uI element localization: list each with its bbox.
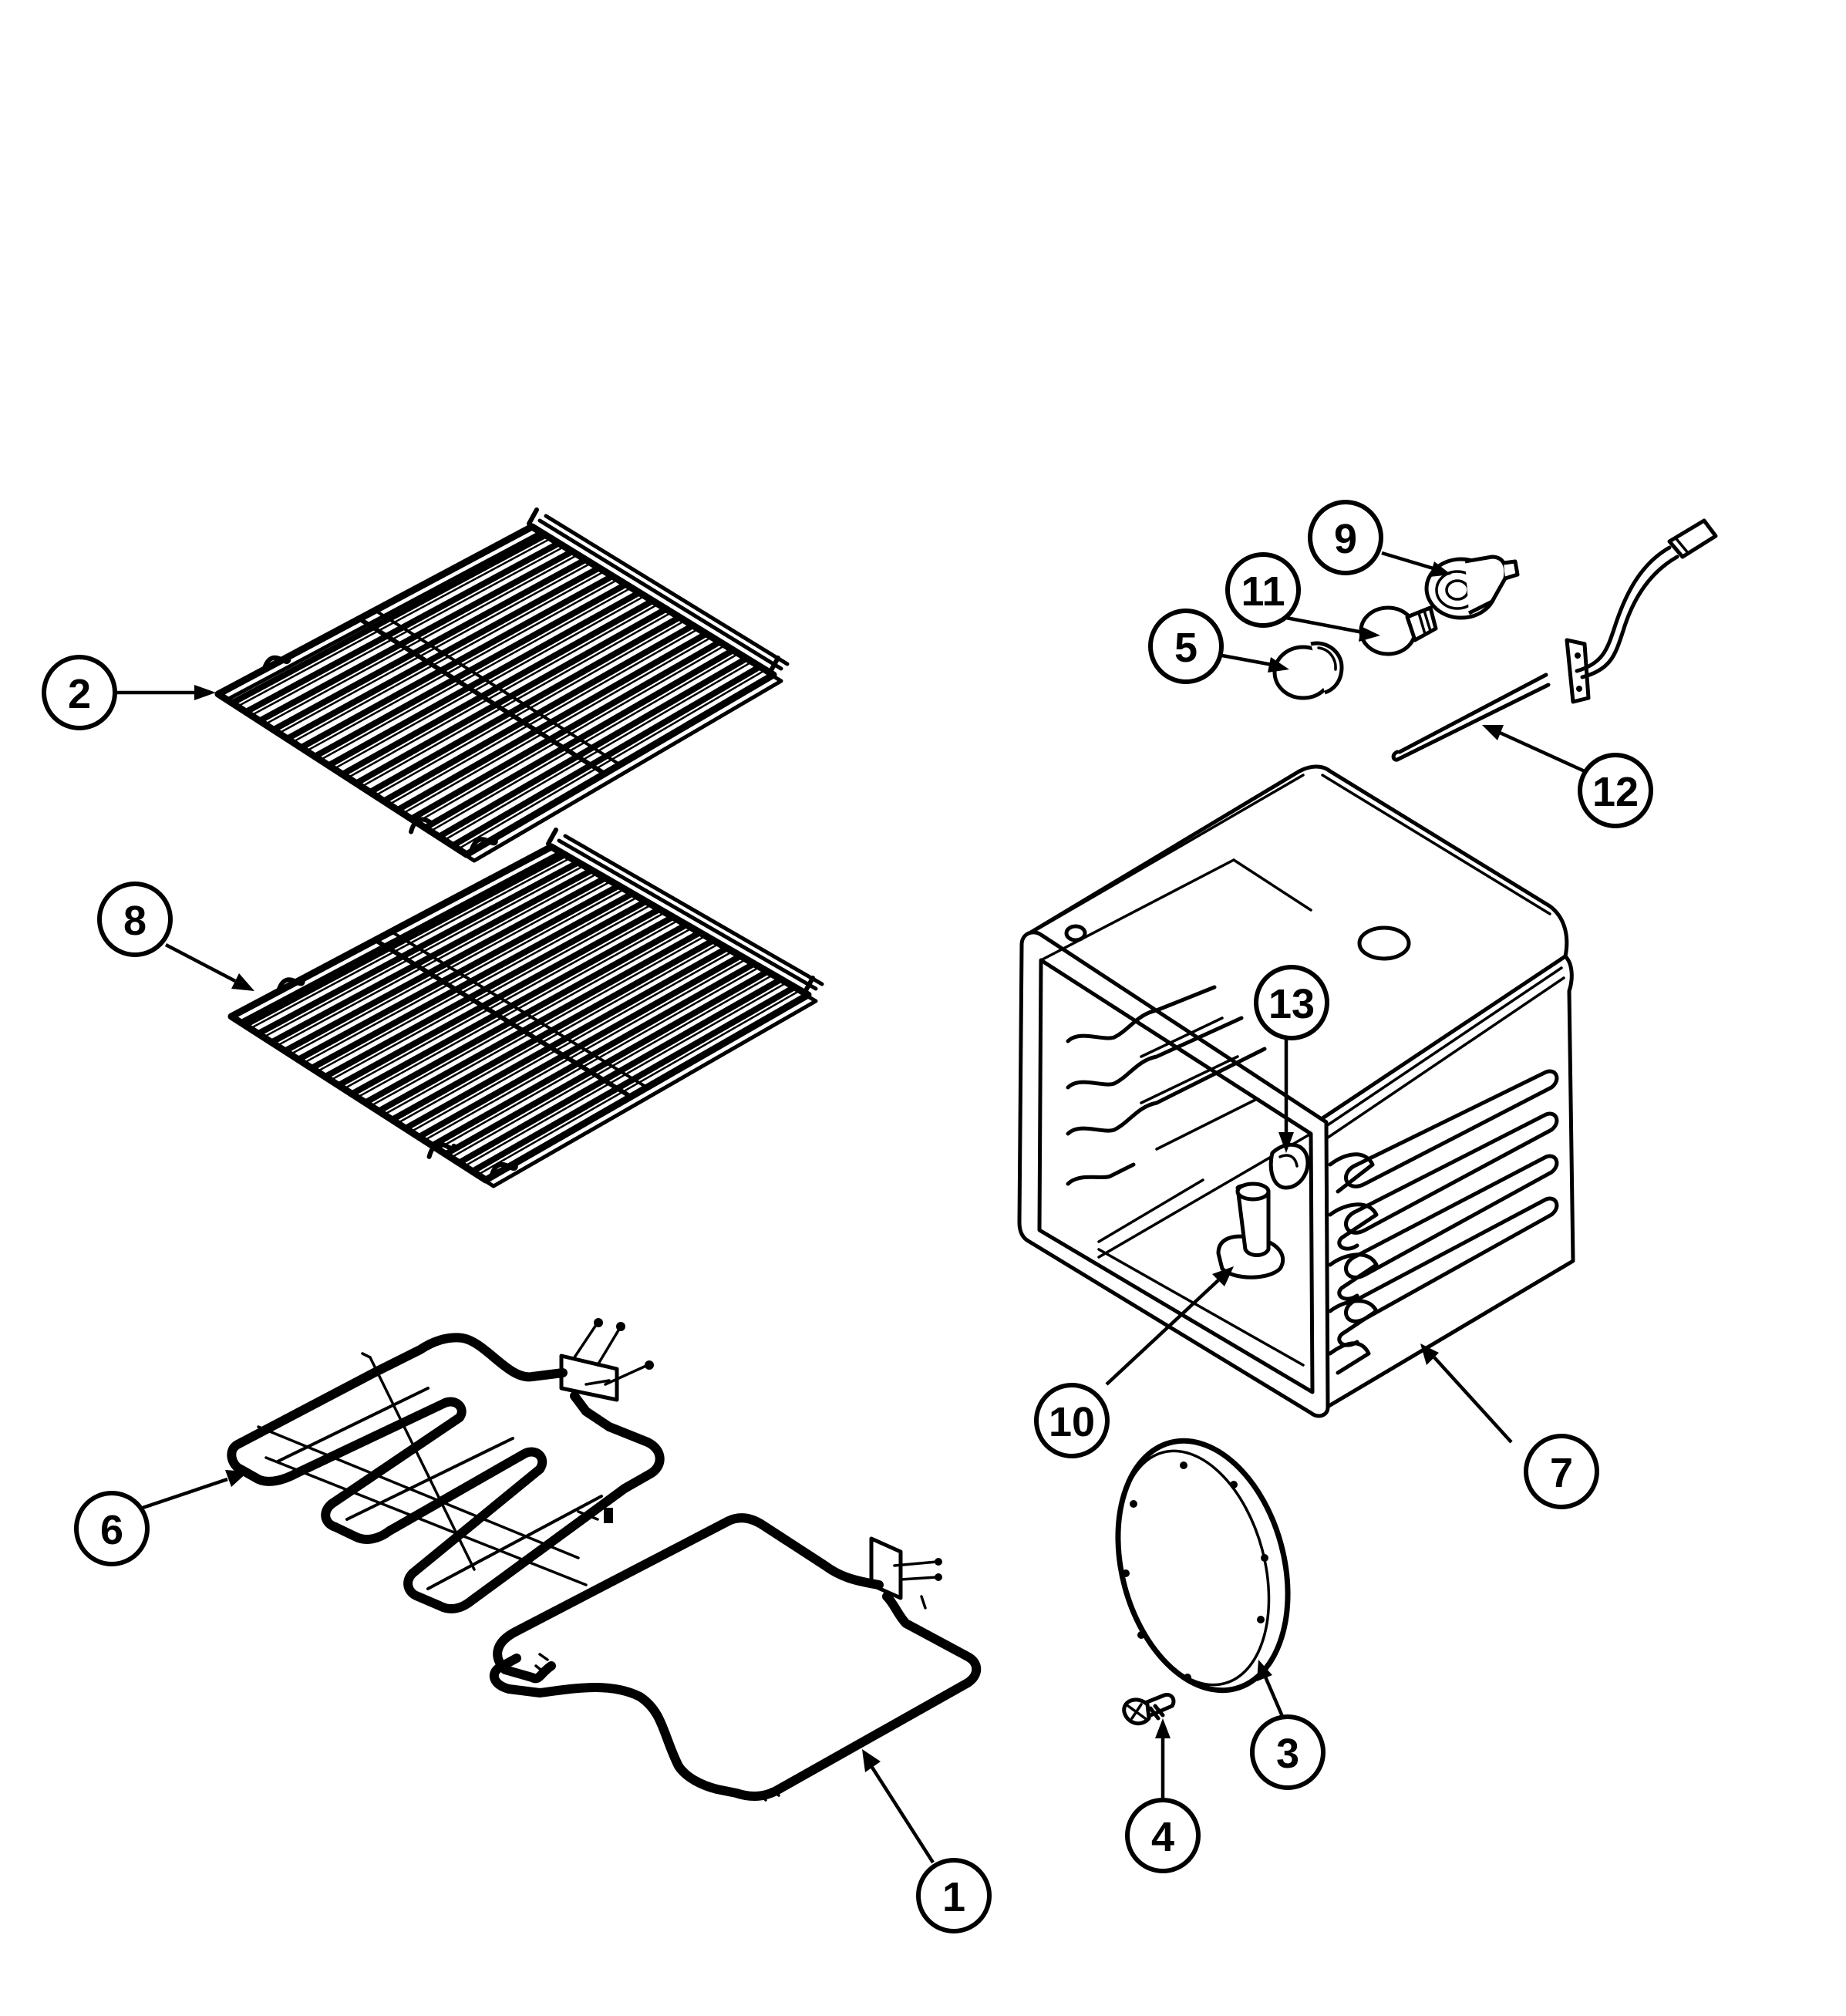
svg-text:11: 11 bbox=[1241, 568, 1285, 615]
callout-10: 10 bbox=[1034, 1383, 1110, 1458]
bake-element bbox=[489, 1513, 982, 1802]
lower-rack-stop bbox=[546, 828, 558, 846]
upper-rack-hook bbox=[468, 837, 498, 855]
svg-text:10: 10 bbox=[1049, 1399, 1095, 1445]
lower-rack-side-rail bbox=[557, 838, 818, 991]
svg-text:4: 4 bbox=[1151, 1814, 1174, 1860]
screw bbox=[1122, 1692, 1176, 1726]
leader-lines bbox=[116, 551, 1585, 1864]
svg-text:7: 7 bbox=[1550, 1450, 1573, 1496]
cover-plate bbox=[1115, 1438, 1291, 1694]
lower-rack-hook bbox=[488, 1161, 518, 1179]
callout-1: 1 bbox=[916, 1858, 992, 1933]
svg-text:3: 3 bbox=[1276, 1731, 1299, 1777]
upper-rack-side-rail bbox=[544, 514, 790, 666]
upper-rack-frame-inner bbox=[224, 531, 783, 863]
lower-rack-hook bbox=[275, 977, 305, 995]
upper-rack-stop bbox=[527, 507, 539, 526]
temperature-sensor bbox=[1391, 518, 1718, 762]
callout-7: 7 bbox=[1524, 1434, 1599, 1509]
callout-6: 6 bbox=[74, 1491, 150, 1566]
lower-rack-hook bbox=[426, 1141, 456, 1159]
lower-rack-cross-support bbox=[389, 930, 648, 1089]
upper-rack-cross-support bbox=[357, 616, 608, 777]
lower-oven-rack bbox=[227, 828, 824, 1188]
svg-text:5: 5 bbox=[1174, 625, 1198, 671]
callout-4: 4 bbox=[1125, 1798, 1201, 1873]
oven-cavity bbox=[1017, 764, 1575, 1418]
upper-rack-stop bbox=[768, 656, 780, 674]
callout-3: 3 bbox=[1250, 1714, 1326, 1790]
lamp-socket bbox=[1424, 555, 1520, 620]
callout-5: 5 bbox=[1148, 609, 1224, 684]
callout-12: 12 bbox=[1578, 753, 1653, 828]
upper-oven-rack bbox=[214, 507, 790, 863]
svg-text:8: 8 bbox=[123, 898, 147, 944]
lower-rack-cross-support bbox=[372, 938, 634, 1099]
lower-rack-side-rail bbox=[563, 834, 824, 986]
callout-11: 11 bbox=[1225, 552, 1301, 628]
svg-text:12: 12 bbox=[1592, 769, 1639, 815]
broil-element bbox=[227, 1318, 665, 1613]
callout-2: 2 bbox=[42, 655, 117, 730]
callout-13: 13 bbox=[1254, 965, 1329, 1040]
svg-text:9: 9 bbox=[1334, 516, 1357, 562]
lamp-cover bbox=[1272, 641, 1344, 700]
svg-text:1: 1 bbox=[942, 1874, 965, 1920]
callout-8: 8 bbox=[97, 882, 173, 957]
upper-rack-hook bbox=[409, 817, 439, 834]
svg-text:13: 13 bbox=[1268, 981, 1315, 1027]
upper-rack-cross-support bbox=[373, 609, 622, 767]
svg-text:2: 2 bbox=[68, 671, 91, 717]
svg-text:6: 6 bbox=[100, 1507, 123, 1553]
upper-rack-side-rail bbox=[537, 518, 783, 671]
callout-9: 9 bbox=[1308, 500, 1383, 575]
lower-rack-stop bbox=[803, 976, 815, 994]
upper-rack-hook bbox=[261, 655, 291, 673]
lower-rack-frame-inner bbox=[237, 851, 818, 1188]
lamp-bulb bbox=[1359, 605, 1438, 656]
